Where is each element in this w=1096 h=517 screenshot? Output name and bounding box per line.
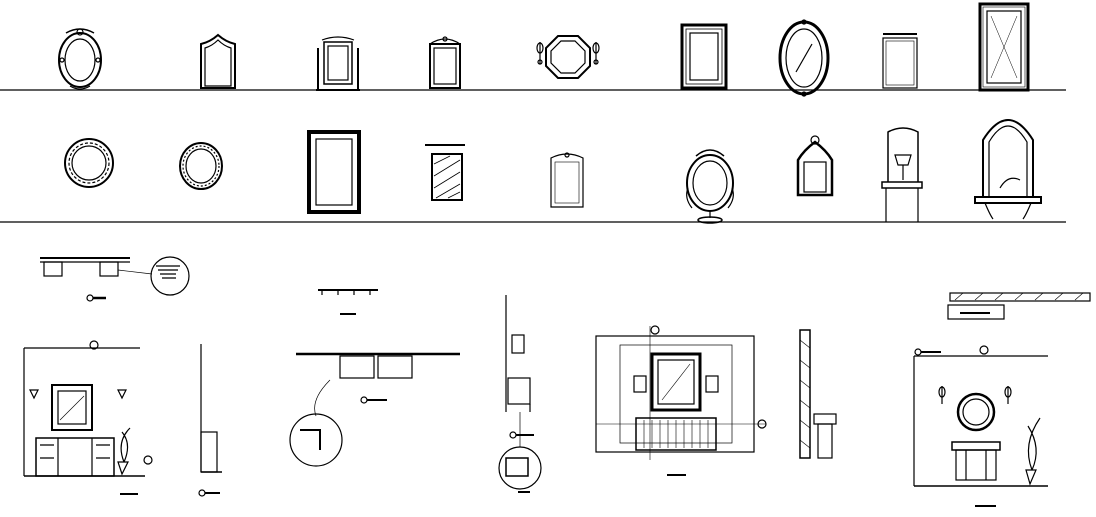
row-2 — [0, 119, 1066, 224]
console-lamp-mirror — [881, 127, 923, 222]
oval-wall-mirror — [179, 142, 223, 190]
octagonal-mirror-with-sconces — [536, 35, 600, 79]
vanity-side-section — [198, 344, 222, 497]
shelf-top-mirror — [882, 33, 918, 89]
diagonal-etched-mirror — [425, 144, 465, 201]
oval-beveled-mirror — [778, 19, 830, 97]
round-mirror-vanity-elevation — [913, 292, 1091, 507]
tabletop-vanity-mirror — [686, 149, 734, 224]
arched-console-mirror — [974, 119, 1042, 220]
wall-profile-section — [799, 329, 837, 459]
technical-drawings — [23, 256, 1091, 507]
baroque-mirror — [796, 135, 834, 197]
hanging-plaque-mirror — [550, 152, 584, 208]
detail-section-a — [40, 256, 190, 302]
tall-carved-mirror — [978, 2, 1030, 92]
arched-top-mirror — [200, 33, 236, 89]
sunburst-round-mirror — [64, 138, 114, 188]
wall-section — [498, 295, 542, 493]
ornate-oval-mirror — [58, 28, 102, 90]
detail-section-b — [318, 289, 378, 315]
framed-rectangular-mirror — [680, 23, 728, 90]
mirror-wall-elevation — [595, 325, 767, 476]
bold-rectangular-mirror — [307, 130, 361, 214]
vanity-elevation — [23, 340, 153, 495]
crested-mirror — [429, 36, 461, 89]
row-1 — [0, 2, 1066, 97]
cheval-mirror — [316, 36, 360, 91]
ceiling-rail-section — [289, 352, 460, 467]
